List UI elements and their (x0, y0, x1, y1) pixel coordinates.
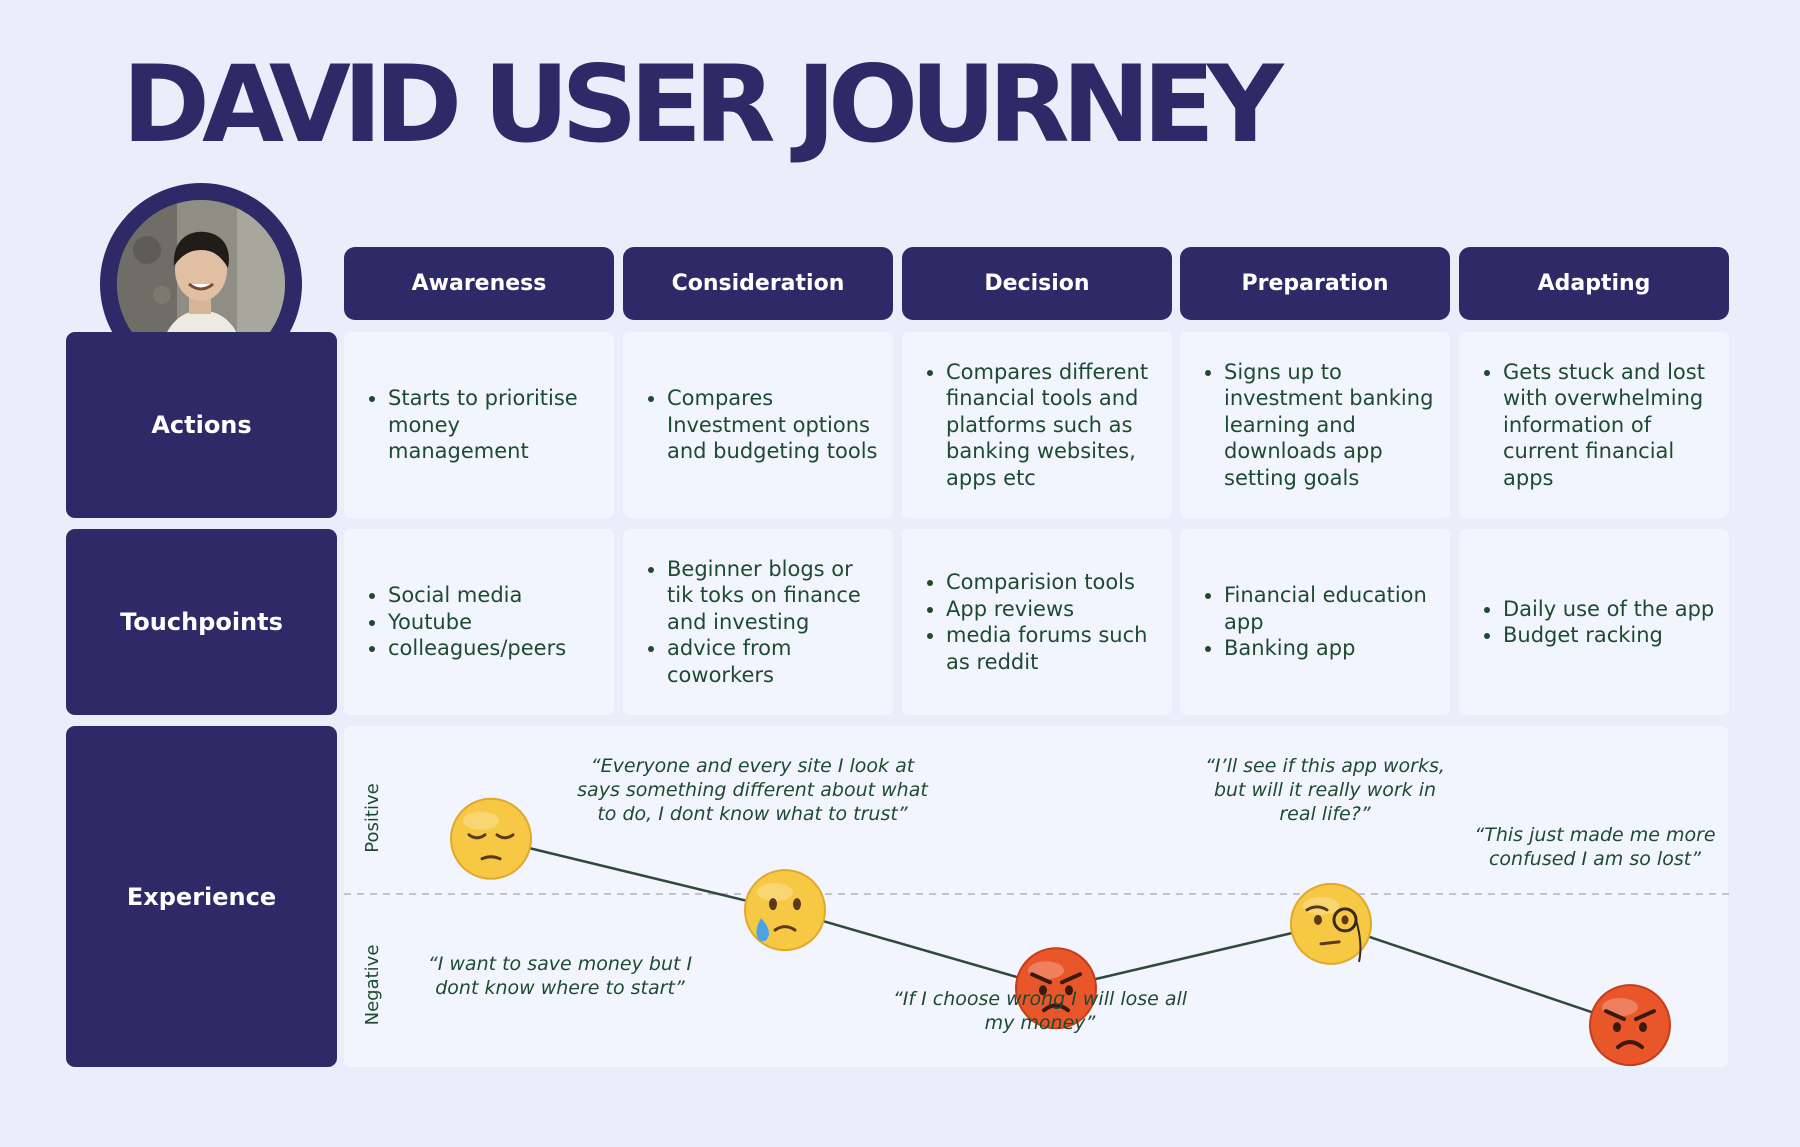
touchpoint-item: Budget racking (1503, 622, 1714, 649)
touchpoints-cell-awareness: Social media Youtube colleagues/peers (344, 529, 614, 715)
actions-cell-consideration: Compares Investment options and budgetin… (623, 332, 893, 518)
actions-cell-decision: Compares different financial tools and p… (902, 332, 1172, 518)
row-label-experience: Experience (66, 726, 337, 1067)
stage-header-decision: Decision (902, 247, 1172, 320)
page-title: DAVID USER JOURNEY (122, 43, 1284, 166)
actions-item: Gets stuck and lost with overwhelming in… (1503, 359, 1717, 492)
touchpoint-item: Social media (388, 582, 566, 609)
pensive-face-icon (450, 797, 532, 880)
touchpoint-item: Financial education app (1224, 582, 1438, 635)
row-label-actions: Actions (66, 332, 337, 518)
stage-header-awareness: Awareness (344, 247, 614, 320)
quote-awareness: “I want to save money but I dont know wh… (427, 953, 693, 999)
touchpoint-item: Beginner blogs or tik toks on finance an… (667, 556, 881, 636)
face-with-monocle-icon (1290, 882, 1372, 965)
crying-face-icon (744, 869, 826, 952)
touchpoint-item: App reviews (946, 596, 1160, 623)
stage-header-preparation: Preparation (1180, 247, 1450, 320)
axis-label-positive: Positive (362, 783, 383, 852)
actions-cell-awareness: Starts to prioritise money management (344, 332, 614, 518)
stage-header-consideration: Consideration (623, 247, 893, 320)
actions-cell-adapting: Gets stuck and lost with overwhelming in… (1459, 332, 1729, 518)
touchpoints-cell-preparation: Financial education app Banking app (1180, 529, 1450, 715)
row-label-touchpoints: Touchpoints (66, 529, 337, 715)
angry-face-icon (1015, 947, 1097, 1030)
quote-preparation: “I’ll see if this app works, but will it… (1205, 755, 1445, 825)
touchpoint-item: Banking app (1224, 635, 1438, 662)
actions-cell-preparation: Signs up to investment banking learning … (1180, 332, 1450, 518)
quote-decision: “If I choose wrong I will lose all my mo… (892, 988, 1188, 1034)
angry-face-icon (1589, 984, 1671, 1067)
quote-consideration: “Everyone and every site I look at says … (577, 755, 928, 825)
actions-item: Compares different financial tools and p… (946, 359, 1160, 492)
touchpoint-item: colleagues/peers (388, 635, 566, 662)
touchpoint-item: Youtube (388, 609, 566, 636)
actions-item: Signs up to investment banking learning … (1224, 359, 1438, 492)
touchpoint-item: Comparision tools (946, 569, 1160, 596)
axis-label-negative: Negative (362, 945, 383, 1026)
stage-header-adapting: Adapting (1459, 247, 1729, 320)
quote-adapting: “This just made me more confused I am so… (1474, 824, 1716, 870)
actions-item: Starts to prioritise money management (388, 385, 602, 465)
touchpoint-item: media forums such as reddit (946, 622, 1160, 675)
touchpoint-item: Daily use of the app (1503, 596, 1714, 623)
touchpoint-item: advice from coworkers (667, 635, 881, 688)
touchpoints-cell-adapting: Daily use of the app Budget racking (1459, 529, 1729, 715)
actions-item: Compares Investment options and budgetin… (667, 385, 881, 465)
touchpoints-cell-consideration: Beginner blogs or tik toks on finance an… (623, 529, 893, 715)
touchpoints-cell-decision: Comparision tools App reviews media foru… (902, 529, 1172, 715)
